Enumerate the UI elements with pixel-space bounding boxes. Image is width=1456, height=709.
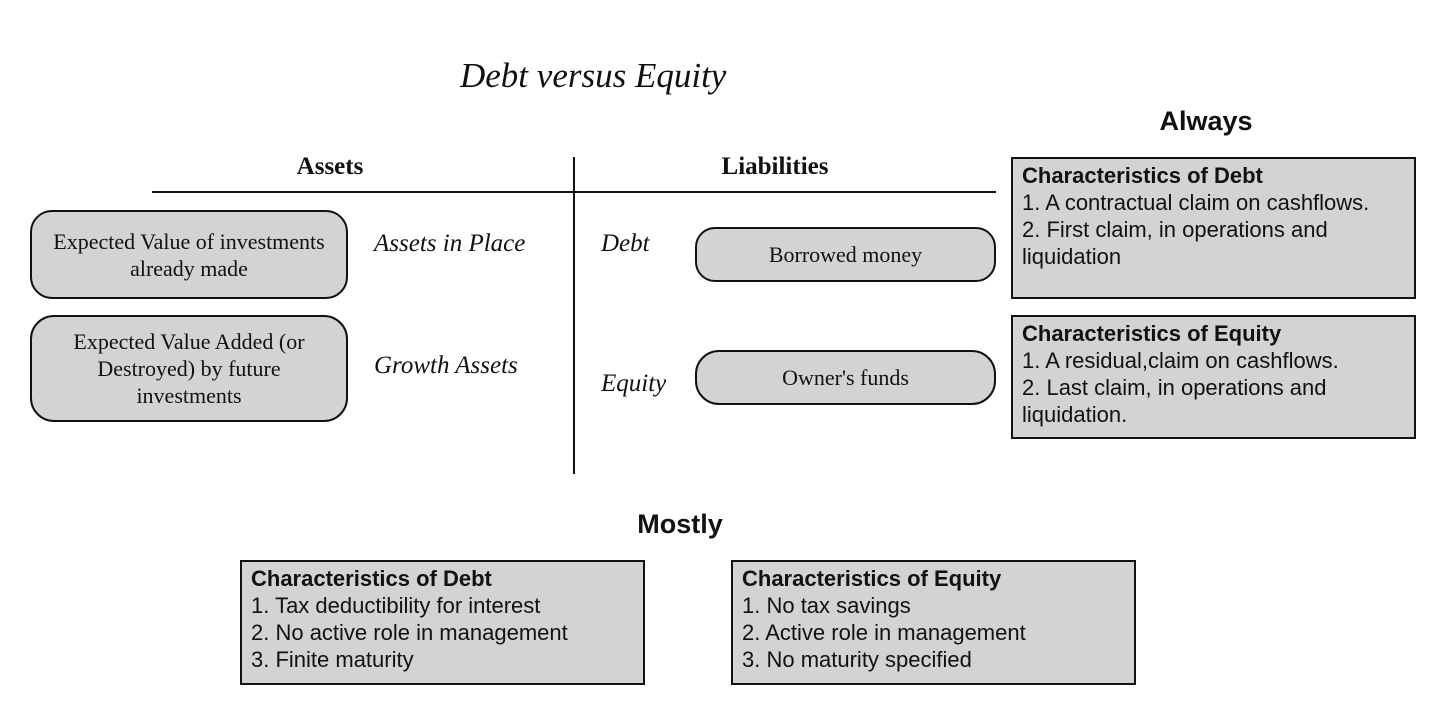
liabilities-header: Liabilities bbox=[721, 153, 829, 180]
mostly-equity-line-3: 3. No maturity specified bbox=[742, 647, 972, 672]
balance-sheet-vertical-divider bbox=[573, 157, 575, 474]
always-debt-characteristics-box: Characteristics of Debt 1. A contractual… bbox=[1011, 157, 1416, 299]
borrowed-money-box: Borrowed money bbox=[695, 227, 996, 282]
always-equity-line-1: 1. A residual,claim on cashflows. bbox=[1022, 348, 1339, 373]
growth-assets-box: Expected Value Added (or Destroyed) by f… bbox=[30, 315, 348, 422]
mostly-debt-line-1: 1. Tax deductibility for interest bbox=[251, 593, 541, 618]
growth-assets-label: Growth Assets bbox=[374, 352, 518, 379]
assets-in-place-label: Assets in Place bbox=[374, 230, 526, 257]
always-debt-line-1: 1. A contractual claim on cashflows. bbox=[1022, 190, 1370, 215]
mostly-equity-line-1: 1. No tax savings bbox=[742, 593, 911, 618]
mostly-equity-line-2: 2. Active role in management bbox=[742, 620, 1026, 645]
mostly-debt-line-3: 3. Finite maturity bbox=[251, 647, 414, 672]
equity-label: Equity bbox=[601, 370, 667, 397]
always-equity-box-title: Characteristics of Equity bbox=[1022, 321, 1282, 346]
growth-assets-box-text: Expected Value Added (or Destroyed) by f… bbox=[73, 329, 305, 408]
always-heading: Always bbox=[1159, 106, 1253, 136]
mostly-equity-box-title: Characteristics of Equity bbox=[742, 566, 1002, 591]
mostly-heading: Mostly bbox=[637, 509, 723, 539]
mostly-equity-characteristics-box: Characteristics of Equity 1. No tax savi… bbox=[731, 560, 1136, 685]
mostly-debt-line-2: 2. No active role in management bbox=[251, 620, 568, 645]
always-equity-characteristics-box: Characteristics of Equity 1. A residual,… bbox=[1011, 315, 1416, 439]
assets-header: Assets bbox=[296, 153, 364, 180]
borrowed-money-box-text: Borrowed money bbox=[768, 242, 923, 267]
always-debt-box-title: Characteristics of Debt bbox=[1022, 163, 1263, 188]
debt-label: Debt bbox=[601, 230, 650, 257]
always-equity-line-2: 2. Last claim, in operations and liquida… bbox=[1022, 375, 1327, 427]
assets-in-place-box-text: Expected Value of investments already ma… bbox=[53, 228, 325, 281]
owners-funds-box-text: Owner's funds bbox=[782, 365, 909, 390]
always-debt-line-2: 2. First claim, in operations and liquid… bbox=[1022, 217, 1328, 269]
mostly-debt-characteristics-box: Characteristics of Debt 1. Tax deductibi… bbox=[240, 560, 645, 685]
owners-funds-box: Owner's funds bbox=[695, 350, 996, 405]
diagram-title: Debt versus Equity bbox=[460, 56, 727, 95]
assets-in-place-box: Expected Value of investments already ma… bbox=[30, 210, 348, 299]
mostly-debt-box-title: Characteristics of Debt bbox=[251, 566, 492, 591]
